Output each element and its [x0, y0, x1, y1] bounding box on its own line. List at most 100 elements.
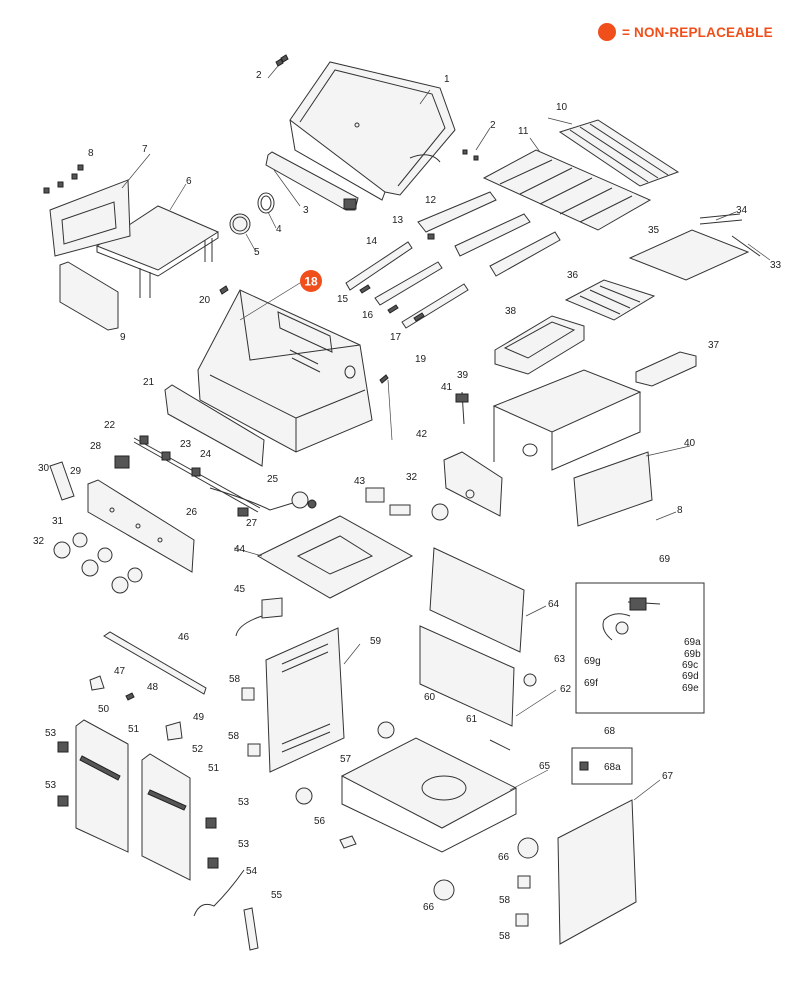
callout-66: 66 — [498, 852, 510, 863]
part-screws-top — [275, 54, 479, 161]
callout-69g: 69g — [584, 656, 601, 667]
part-left-door — [75, 719, 129, 853]
part-door-hinges — [89, 675, 183, 741]
part-tank-strap — [193, 869, 259, 951]
callout-53: 53 — [238, 797, 250, 808]
callout-56: 56 — [314, 816, 326, 827]
callout-39: 39 — [457, 370, 469, 381]
callout-labels: 1223456789101112131415161719202122232425… — [33, 70, 782, 942]
callout-18: 18 — [304, 275, 318, 289]
part-drip-tray — [635, 351, 697, 387]
callout-68a: 68a — [604, 762, 621, 773]
callout-2: 2 — [490, 120, 496, 131]
callout-31: 31 — [52, 516, 64, 527]
callout-4: 4 — [276, 224, 282, 235]
callout-29: 29 — [70, 466, 82, 477]
callout-14: 14 — [366, 236, 378, 247]
callout-62: 62 — [560, 684, 572, 695]
callout-6: 6 — [186, 176, 192, 187]
callout-38: 38 — [505, 306, 517, 317]
callout-59: 59 — [370, 636, 382, 647]
part-side-burner-panel — [443, 451, 503, 517]
callout-23: 23 — [180, 439, 192, 450]
part-side-burner — [494, 315, 585, 375]
part-burners — [345, 233, 469, 329]
callout-25: 25 — [267, 474, 279, 485]
callout-1: 1 — [444, 74, 450, 85]
part-igniter-pins — [219, 285, 389, 384]
part-door-magnets — [57, 741, 219, 869]
part-control-knobs — [53, 532, 143, 594]
callout-67: 67 — [662, 771, 674, 782]
part-hood-handle — [265, 151, 359, 211]
part-side-burner-grate — [564, 279, 656, 321]
callout-69c: 69c — [682, 660, 698, 671]
part-cabinet-right-panel — [557, 799, 637, 945]
callout-8: 8 — [677, 505, 683, 516]
callout-5: 5 — [254, 247, 260, 258]
callout-20: 20 — [199, 295, 211, 306]
callout-55: 55 — [271, 890, 283, 901]
part-firebox — [197, 289, 373, 453]
part-casters — [377, 721, 539, 901]
callout-66: 66 — [423, 902, 435, 913]
callout-69b: 69b — [684, 649, 701, 660]
callout-46: 46 — [178, 632, 190, 643]
callout-42: 42 — [416, 429, 428, 440]
callout-28: 28 — [90, 441, 102, 452]
callout-64: 64 — [548, 599, 560, 610]
callout-53: 53 — [45, 728, 57, 739]
part-grommet — [523, 673, 537, 687]
callout-54: 54 — [246, 866, 258, 877]
part-detail-68 — [571, 747, 633, 785]
callout-32: 32 — [33, 536, 45, 547]
part-cabinet-left-panel — [265, 627, 345, 773]
callout-19: 19 — [415, 354, 427, 365]
callout-69: 69 — [659, 554, 671, 565]
leader-lines — [121, 65, 771, 801]
part-cooking-grates — [482, 149, 652, 231]
callout-51: 51 — [208, 763, 220, 774]
legend-text: = NON-REPLACEABLE — [622, 24, 773, 40]
part-igniter-module — [365, 487, 449, 521]
callout-48: 48 — [147, 682, 159, 693]
callout-58: 58 — [499, 931, 511, 942]
callout-7: 7 — [142, 144, 148, 155]
part-warming-rack — [558, 119, 680, 187]
callout-58: 58 — [229, 674, 241, 685]
callout-61: 61 — [466, 714, 478, 725]
part-cabinet-small — [241, 687, 531, 927]
callout-69d: 69d — [682, 671, 699, 682]
part-right-door — [141, 753, 191, 881]
callout-17: 17 — [390, 332, 402, 343]
part-shelf-end-cap — [59, 261, 119, 331]
callout-58: 58 — [228, 731, 240, 742]
callout-21: 21 — [143, 377, 155, 388]
part-shelf-bracket — [49, 179, 131, 257]
part-thermometer — [229, 192, 275, 235]
callout-49: 49 — [193, 712, 205, 723]
callout-8: 8 — [88, 148, 94, 159]
callout-27: 27 — [246, 518, 258, 529]
callout-68: 68 — [604, 726, 616, 737]
part-side-shelf — [95, 205, 220, 298]
callout-9: 9 — [120, 332, 126, 343]
callout-13: 13 — [392, 215, 404, 226]
part-tank-hanger — [235, 597, 283, 637]
part-side-burner-lid — [628, 213, 761, 281]
callout-15: 15 — [337, 294, 349, 305]
legend: = NON-REPLACEABLE — [598, 20, 773, 44]
callout-10: 10 — [556, 102, 568, 113]
part-detail-69-regulator — [575, 582, 705, 714]
part-heat-shield — [164, 384, 265, 467]
callout-58: 58 — [499, 895, 511, 906]
callout-53: 53 — [45, 780, 57, 791]
callout-41: 41 — [441, 382, 453, 393]
callout-69e: 69e — [682, 683, 699, 694]
non-replaceable-marker-18: 18 — [300, 270, 322, 292]
part-control-panel — [49, 455, 195, 573]
callout-16: 16 — [362, 310, 374, 321]
non-replaceable-dot-icon — [598, 23, 616, 41]
part-cabinet-back-panels — [419, 547, 525, 727]
